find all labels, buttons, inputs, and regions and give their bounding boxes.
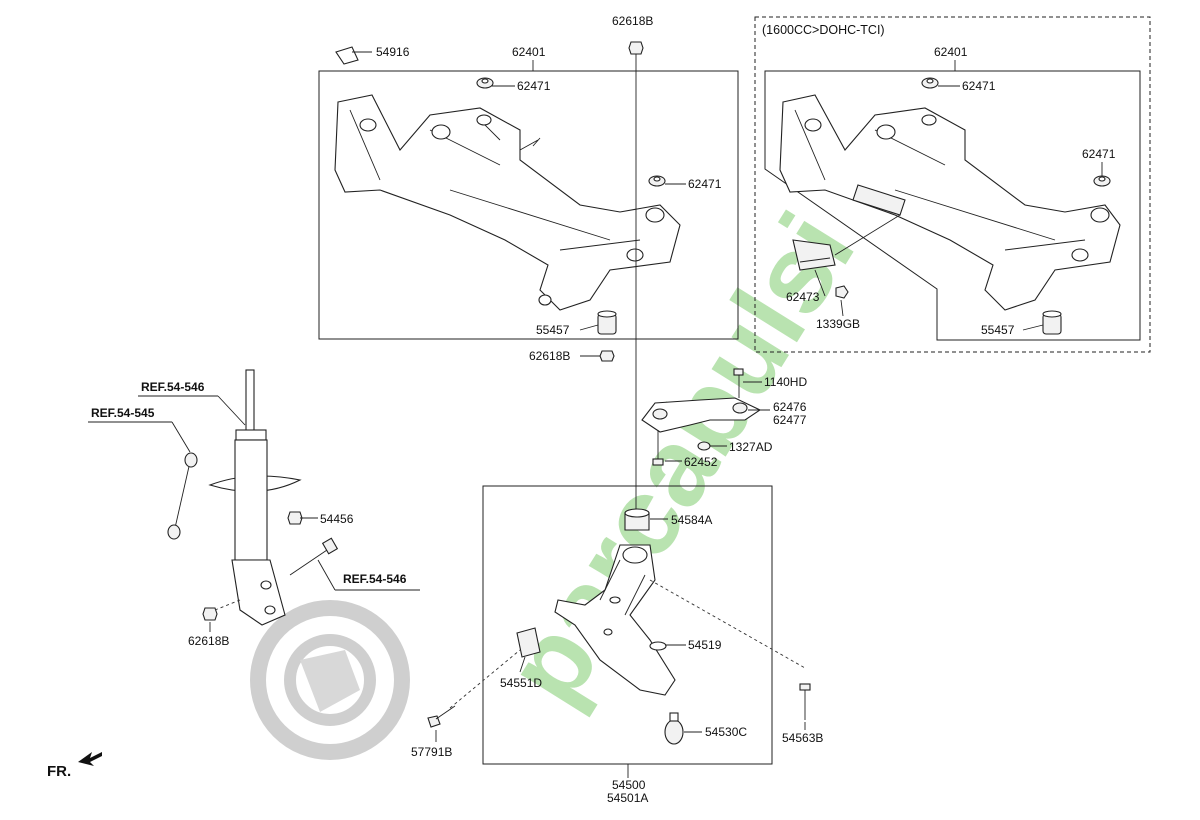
watermark-logo-core bbox=[284, 634, 376, 726]
dash-62618b-bot bbox=[214, 599, 241, 611]
lower-arm-box bbox=[482, 485, 773, 765]
cap-54519 bbox=[649, 641, 667, 651]
right-subframe-box bbox=[764, 70, 1141, 341]
bolt-1339gb bbox=[835, 285, 849, 299]
bolt-57791b bbox=[427, 705, 456, 728]
label-54916: 54916 bbox=[376, 45, 410, 59]
label-62471-left-1: 62471 bbox=[517, 79, 551, 93]
crossmember-left bbox=[334, 94, 681, 311]
ref-54-546-bottom: REF.54-546 bbox=[343, 572, 407, 586]
label-62471-right-1: 62471 bbox=[962, 79, 996, 93]
label-54500: 54500 bbox=[612, 778, 646, 792]
label-1339gb: 1339GB bbox=[816, 317, 860, 331]
ref-54-546-top: REF.54-546 bbox=[141, 380, 205, 394]
label-54519: 54519 bbox=[688, 638, 722, 652]
nut-54456 bbox=[287, 511, 303, 525]
leader-lines bbox=[88, 51, 1103, 778]
bracket-62473 bbox=[792, 214, 901, 271]
label-62618b-mid: 62618B bbox=[529, 349, 570, 363]
nut-62618b-top bbox=[628, 41, 644, 55]
watermark-logo-ring bbox=[250, 600, 410, 760]
variant-dashed-box bbox=[754, 16, 1151, 353]
lower-control-arm bbox=[554, 544, 676, 696]
bushing-55457-left bbox=[597, 310, 617, 335]
bushing-62471-right-side bbox=[1093, 175, 1111, 187]
label-62401-right: 62401 bbox=[934, 45, 968, 59]
left-subframe-box bbox=[318, 70, 739, 340]
bracket-62476 bbox=[641, 397, 762, 433]
nut-1327ad bbox=[697, 441, 711, 451]
label-62401-left: 62401 bbox=[512, 45, 546, 59]
label-62471-right-2: 62471 bbox=[1082, 147, 1116, 161]
label-62618b-bottom: 62618B bbox=[188, 634, 229, 648]
label-62618b-top: 62618B bbox=[612, 14, 653, 28]
label-54456: 54456 bbox=[320, 512, 354, 526]
label-54584a: 54584A bbox=[671, 513, 712, 527]
bracket-54916-icon bbox=[335, 46, 359, 65]
strut-bolt bbox=[289, 537, 339, 576]
direction-arrow-icon bbox=[78, 752, 102, 766]
bushing-62471-left-right bbox=[648, 175, 666, 187]
label-62476: 62476 bbox=[773, 400, 807, 414]
bushing-54551d bbox=[516, 627, 541, 658]
label-62452: 62452 bbox=[684, 455, 718, 469]
direction-label: FR. bbox=[47, 763, 71, 780]
ref-54-545: REF.54-545 bbox=[91, 406, 155, 420]
bolt-1140hd bbox=[733, 368, 744, 398]
ball-joint-54530c bbox=[664, 712, 684, 745]
bushing-55457-right bbox=[1042, 310, 1062, 335]
crossmember-right bbox=[779, 94, 1121, 311]
label-62477: 62477 bbox=[773, 413, 807, 427]
label-54563b: 54563B bbox=[782, 731, 823, 745]
label-54501a: 54501A bbox=[607, 791, 648, 805]
label-62471-left-2: 62471 bbox=[688, 177, 722, 191]
label-55457-right: 55457 bbox=[981, 323, 1015, 337]
label-54551d: 54551D bbox=[500, 676, 542, 690]
nut-62618b-bottom bbox=[202, 607, 218, 621]
bushing-54584a bbox=[624, 508, 650, 531]
watermark-logo-shutter bbox=[300, 650, 360, 712]
variant-title: (1600CC>DOHC-TCI) bbox=[762, 23, 885, 37]
label-54530c: 54530C bbox=[705, 725, 747, 739]
bolt-62452 bbox=[652, 430, 664, 466]
bushing-62471-left-top bbox=[476, 77, 494, 89]
bushing-62471-right-top bbox=[921, 77, 939, 89]
bolt-54563b bbox=[799, 683, 811, 720]
dash-54563b bbox=[649, 579, 806, 669]
strut-assembly bbox=[208, 369, 302, 626]
label-1140hd: 1140HD bbox=[764, 375, 807, 389]
label-55457-left: 55457 bbox=[536, 323, 570, 337]
stabilizer-link bbox=[167, 452, 198, 540]
label-1327ad: 1327AD bbox=[729, 440, 773, 454]
nut-62618b-mid bbox=[599, 350, 615, 362]
label-57791b: 57791B bbox=[411, 745, 452, 759]
label-62473: 62473 bbox=[786, 290, 820, 304]
